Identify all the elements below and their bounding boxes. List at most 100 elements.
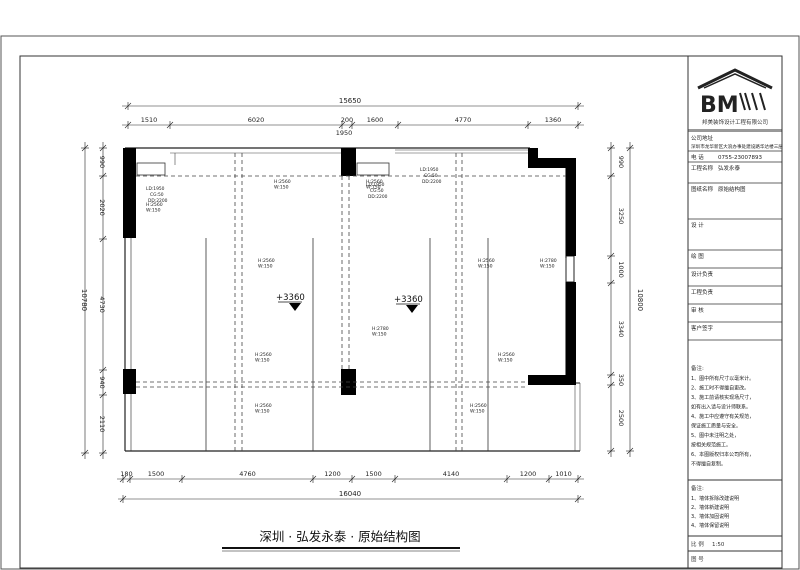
dimension-top: 4770	[455, 116, 472, 124]
beam-height-note: H:2780	[540, 258, 557, 264]
dimension-top: 6020	[248, 116, 265, 124]
title-row-label: 审 核	[691, 306, 704, 314]
dimension-right: 350	[617, 374, 625, 386]
dimension-right: 2500	[617, 410, 625, 427]
dimension-total-bottom: 16040	[339, 490, 361, 498]
title-row-value: 深圳市龙华新区大浪办事处建设路华达楼三层	[691, 143, 783, 150]
beam-width-note: W:150	[372, 332, 387, 338]
beam-width-note: W:150	[366, 185, 381, 191]
window-note: LD:1950	[146, 186, 165, 192]
scale-value: 1:50	[712, 542, 725, 548]
legend-line: 3、墙体加固说明	[691, 513, 729, 520]
beam-width-note: W:150	[274, 185, 289, 191]
title-row-label: 工程负责	[691, 288, 714, 296]
wall-top-right	[528, 148, 576, 256]
legend-line: 1、墙体拆除改建说明	[691, 495, 739, 502]
dimension-top: 200	[341, 116, 353, 124]
note-line: 4、施工中应遵守有关规范，	[691, 413, 754, 420]
dimension-bottom: 1200	[324, 470, 341, 478]
level-marker-right: +3360	[394, 295, 423, 313]
beam-width-note: W:150	[255, 409, 270, 415]
beam-width-note: W:150	[258, 264, 273, 270]
dimension-top: 1600	[367, 116, 384, 124]
beam-height-note: H:2560	[498, 352, 515, 358]
window-note: LD:1950	[366, 182, 385, 188]
legend-line: 2、墙体新建说明	[691, 504, 729, 511]
note-line: 3、施工前请核实现场尺寸，	[691, 394, 754, 401]
window-note: CG:50	[370, 188, 384, 194]
window-note: DD:2200	[422, 179, 442, 185]
note-line: 按相关规范施工。	[691, 442, 731, 449]
beam-height-note: H:2560	[274, 179, 291, 185]
title-row-value: 原始结构图	[718, 185, 746, 193]
window-note: CG:50	[424, 173, 438, 179]
title-row-label: 客户签字	[691, 324, 714, 332]
sheet-number-label: 图 号	[691, 555, 704, 563]
company-logo-icon: BM	[697, 68, 773, 118]
column-top-left	[123, 148, 136, 238]
level-marker-left: +3360	[276, 293, 305, 311]
beam-width-note: W:150	[255, 358, 270, 364]
dimension-left: 4730	[98, 296, 106, 313]
dimension-right: 1000	[617, 261, 625, 278]
beam-width-note: W:150	[146, 208, 161, 214]
dimension-left: 2110	[98, 416, 106, 433]
window-note: DD:2200	[148, 198, 168, 204]
beam-height-note: H:2560	[255, 403, 272, 409]
dimension-top: 1360	[545, 116, 562, 124]
note-line: 如有出入请与设计师联系。	[691, 404, 751, 411]
note-line: 1、图中所有尺寸以毫米计。	[691, 375, 754, 382]
title-row-label: 设 计	[691, 221, 704, 229]
beam-width-note: W:150	[498, 358, 513, 364]
beam-width-note: W:150	[540, 264, 555, 270]
wall-bottom-right	[528, 375, 576, 385]
floor-plan: +3360 +3360 H:2560W:150H:2560W:150H:2560…	[123, 147, 581, 452]
legend-line: 4、墙体保留说明	[691, 522, 729, 529]
dimension-total-top: 15650	[339, 97, 361, 105]
dimension-right: 3250	[617, 208, 625, 225]
note-line: 2、施工时不得擅自更改。	[691, 385, 749, 392]
dimension-total-left: 10780	[80, 289, 88, 311]
wall-right	[566, 282, 576, 383]
column-bottom-left	[123, 369, 136, 394]
scale-label: 比 例	[691, 540, 704, 548]
dimension-top-inner: 1950	[336, 129, 353, 137]
dimension-bottom: 1010	[555, 470, 572, 478]
notes-title: 备注:	[691, 364, 704, 372]
dimension-bottom: 180	[120, 470, 132, 478]
dimension-bottom: 4760	[239, 470, 256, 478]
level-label: +3360	[394, 295, 423, 305]
beam-height-note: H:2560	[470, 403, 487, 409]
dimension-bottom: 1500	[148, 470, 165, 478]
note-line: 6、本图版权归本公司所有，	[691, 451, 754, 458]
beam-width-note: W:150	[478, 264, 493, 270]
drawing-caption: 深圳 · 弘发永泰 · 原始结构图	[259, 529, 420, 544]
title-row-label: 设计负责	[691, 270, 714, 278]
beam-height-note: H:2560	[258, 258, 275, 264]
window-note: DD:2200	[368, 194, 388, 200]
beam-height-note: H:2560	[366, 179, 383, 185]
dimension-top: 1510	[141, 116, 158, 124]
title-row-label: 图纸名称	[691, 185, 714, 193]
title-row-label: 公司地址	[691, 134, 714, 142]
column-top-middle	[341, 148, 356, 176]
dimension-left: 2020	[98, 199, 106, 216]
dimension-total-right: 10800	[636, 289, 644, 311]
dimension-bottom: 4140	[443, 470, 460, 478]
level-label: +3360	[276, 293, 305, 303]
outer-frame	[0, 35, 800, 570]
note-line: 保证施工质量与安全。	[691, 423, 741, 430]
title-row-label: 工程名称	[691, 164, 714, 172]
note-line: 5、图中未注明之处，	[691, 432, 739, 439]
beam-height-note: H:2560	[255, 352, 272, 358]
beam-height-note: H:2780	[372, 326, 389, 332]
beam-height-note: H:2560	[478, 258, 495, 264]
dimension-left: 940	[98, 376, 106, 388]
beam-width-note: W:150	[470, 409, 485, 415]
dimension-right: 3340	[617, 321, 625, 338]
dimension-bottom: 1200	[520, 470, 537, 478]
title-block: BM 邦美装饰设计工程有限公司 公司地址深圳市龙华新区大浪办事处建设路华达楼三层…	[687, 55, 783, 569]
window-note: CG:50	[150, 192, 164, 198]
window-note: LD:1950	[420, 167, 439, 173]
